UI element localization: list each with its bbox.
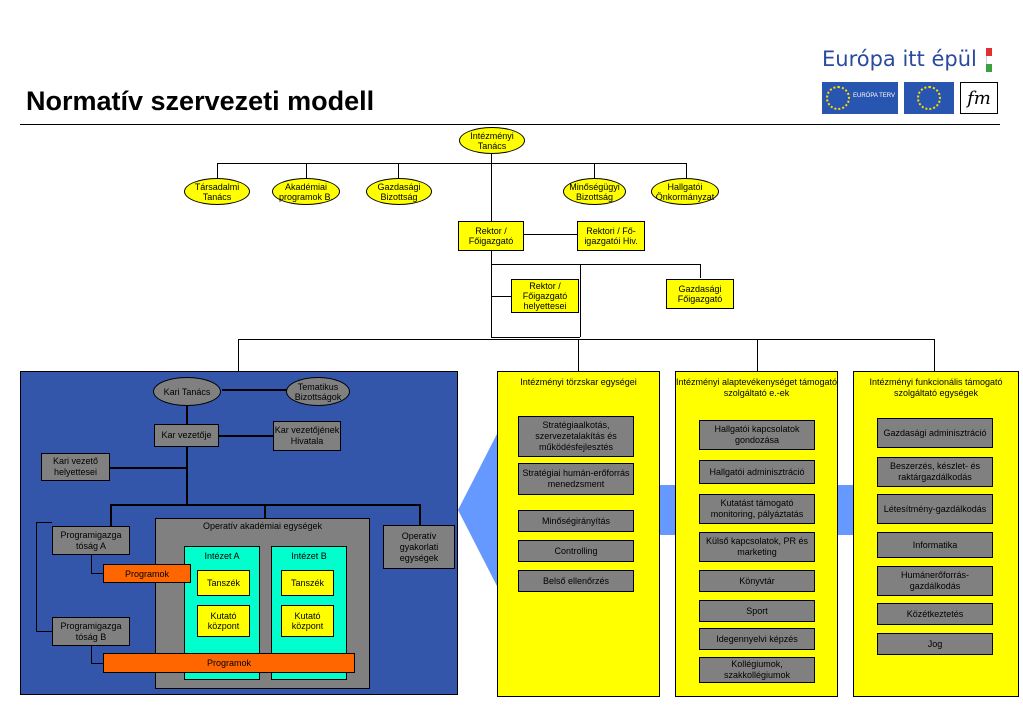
rektor-helyettesei-box: Rektor / Főigazgató helyettesei [511, 279, 579, 313]
connector-line [238, 339, 239, 371]
rektor-box: Rektor / Főigazgató [458, 221, 524, 251]
connector-line [217, 163, 687, 164]
connector-line [934, 339, 935, 371]
eu-flag-logo [904, 82, 954, 114]
intezet-b-label: Intézet B [291, 551, 327, 561]
column-funkcionalis-title: Intézményi funkcionális támogató szolgál… [869, 377, 1003, 398]
funkcionalis-item: Beszerzés, készlet- és raktárgazdálkodás [877, 457, 993, 487]
torzskar-item: Minőségirányítás [518, 510, 634, 532]
tanszek-a-box: Tanszék [197, 570, 250, 596]
kari-tanacs: Kari Tanács [153, 377, 221, 406]
operativ-akademiai-label: Operatív akadémiai egységek [202, 521, 323, 531]
alaptevekenyseg-item: Könyvtár [699, 570, 815, 592]
torzskar-item: Stratégiaalkotás, szervezetalakítás és m… [518, 416, 634, 457]
connector-line [91, 554, 92, 573]
europa-itt-epul-logo-text: Európa itt épül [822, 47, 977, 71]
europa-terv-logo: EURÓPA TERV [822, 82, 898, 114]
connector-line [222, 389, 288, 391]
connector-line [91, 573, 103, 574]
connector-line [36, 631, 52, 632]
title-rule [20, 124, 1000, 125]
programok-a-bar: Programok [103, 564, 191, 583]
operativ-gyakorlati-box: Operatív gyakorlati egységek [383, 525, 455, 569]
connector-line [36, 522, 52, 523]
alaptevekenyseg-item: Hallgatói adminisztráció [699, 460, 815, 484]
connector-line [580, 264, 581, 337]
programok-b-bar: Programok [103, 653, 355, 673]
alaptevekenyseg-item: Kutatást támogató monitoring, pályáztatá… [699, 494, 815, 524]
funkcionalis-item: Létesítmény-gazdálkodás [877, 494, 993, 524]
kar-vezetojenek-hivatala-box: Kar vezetőjének Hivatala [273, 421, 341, 451]
minosegugyi-bizottsag: Minőségügyi Bizottság [563, 178, 626, 205]
torzskar-item: Stratégiai humán-erőforrás menedzsment [518, 463, 634, 495]
connector-line [686, 163, 687, 178]
programigazgatosag-b-box: Programigazga tóság B [52, 617, 130, 646]
connector-line [523, 234, 578, 235]
tarsadalmi-tanacs: Társadalmi Tanács [184, 178, 250, 205]
funkcionalis-item: Jog [877, 633, 993, 655]
fm-logo-label: fm [967, 87, 991, 109]
torzskar-item: Belső ellenőrzés [518, 570, 634, 592]
gazdasagi-foigazgato-box: Gazdasági Főigazgató [666, 279, 734, 309]
connector-line [419, 504, 421, 526]
europa-terv-label: EURÓPA TERV [853, 93, 896, 99]
connector-line [218, 435, 274, 437]
tanszek-b-box: Tanszék [281, 570, 334, 596]
eu-stars-icon [826, 86, 850, 110]
connector-line [594, 163, 595, 178]
funkcionalis-item: Informatika [877, 532, 993, 558]
tematikus-bizottsagok: Tematikus Bizottságok [286, 377, 350, 406]
hallgatoi-onkormanyzat: Hallgatói Önkormányzat [651, 178, 719, 205]
torzskar-item: Controlling [518, 540, 634, 562]
connector-line [36, 522, 37, 632]
rektori-hivatal-box: Rektori / Fő-igazgatói Hiv. [577, 221, 645, 251]
gazdasagi-bizottsag: Gazdasági Bizottság [366, 178, 432, 205]
connector-line [491, 337, 580, 338]
funkcionalis-item: Gazdasági adminisztráció [877, 418, 993, 448]
connector-line [578, 339, 579, 371]
kutato-kozpont-b-box: Kutató központ [281, 605, 334, 637]
connector-line [398, 163, 399, 178]
intezet-a-label: Intézet A [204, 551, 240, 561]
alaptevekenyseg-item: Idegennyelvi képzés [699, 628, 815, 650]
connector-line [109, 467, 187, 469]
connector-line [238, 339, 935, 340]
connector-line [91, 663, 103, 664]
funkcionalis-item: Humánerőforrás-gazdálkodás [877, 566, 993, 596]
connector-line [186, 446, 188, 506]
flag-icon [986, 48, 992, 72]
connector-line [757, 339, 758, 371]
column-torzskar-title: Intézményi törzskar egységei [520, 377, 637, 387]
connector-line [264, 504, 266, 518]
connector-line [110, 504, 112, 526]
programigazgatosag-a-box: Programigazga tóság A [52, 526, 130, 555]
akademiai-programok-bizottsag: Akadémiai programok B. [272, 178, 340, 205]
connector-line [306, 163, 307, 178]
connector-line [491, 296, 511, 297]
eu-stars-icon [917, 86, 941, 110]
alaptevekenyseg-item: Kollégiumok, szakkollégiumok [699, 657, 815, 683]
fm-logo: fm [960, 82, 998, 114]
connector-line [91, 645, 92, 663]
column-alaptevekenyseg-title: Intézményi alaptevékenységet támogató sz… [675, 377, 838, 398]
connector-line [186, 405, 188, 425]
page-title: Normatív szervezeti modell [26, 86, 375, 116]
kutato-kozpont-a-box: Kutató központ [197, 605, 250, 637]
connector-line [700, 264, 701, 278]
connector-line [217, 163, 218, 178]
alaptevekenyseg-item: Sport [699, 600, 815, 622]
kari-vezeto-helyettesei-box: Kari vezető helyettesei [41, 453, 110, 481]
alaptevekenyseg-item: Külső kapcsolatok, PR és marketing [699, 532, 815, 562]
intezmenyi-tanacs: Intézményi Tanács [459, 127, 525, 154]
alaptevekenyseg-item: Hallgatói kapcsolatok gondozása [699, 420, 815, 450]
kar-vezetoje-box: Kar vezetője [154, 424, 219, 447]
funkcionalis-item: Közétkeztetés [877, 603, 993, 625]
connector-line [491, 264, 700, 265]
